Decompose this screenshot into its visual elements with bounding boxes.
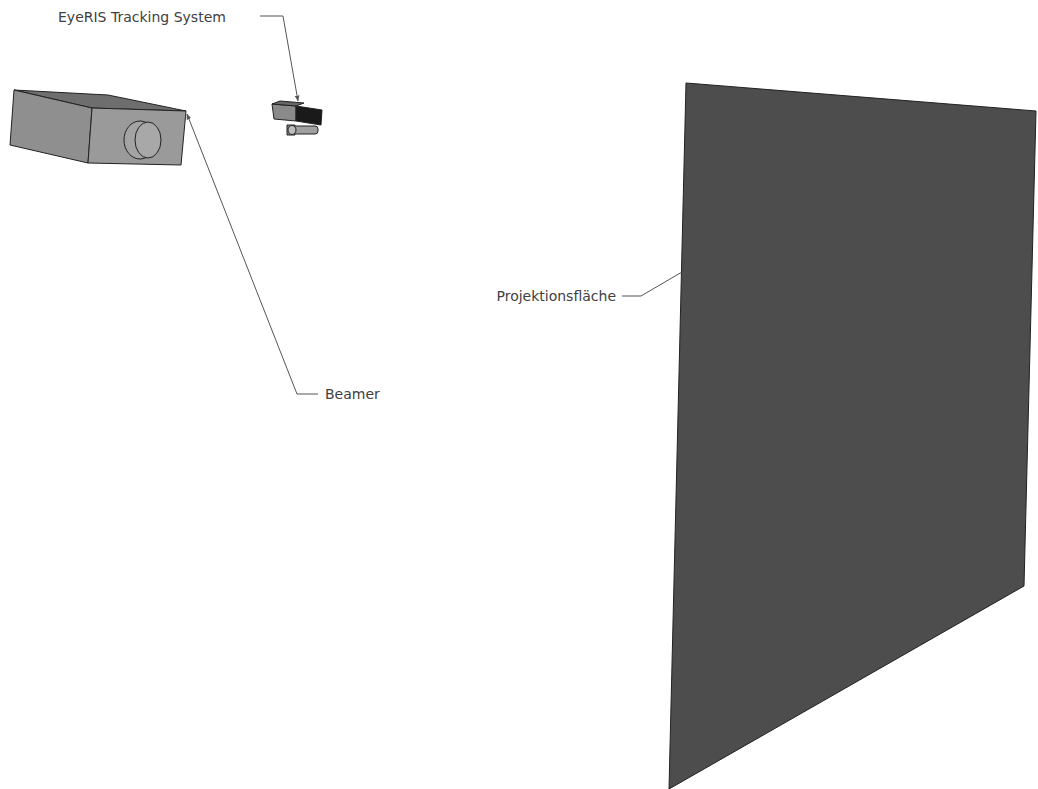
part-label: Beamer — [325, 386, 380, 403]
leader-line — [187, 114, 318, 394]
part-label: Projektionsfläche — [496, 288, 616, 305]
leader-line — [260, 16, 298, 101]
eye-tracker-symbol — [272, 101, 322, 135]
leader-line — [622, 272, 682, 296]
part-label: EyeRIS Tracking System — [58, 9, 226, 26]
beamer-symbol — [10, 90, 186, 165]
projection-surface — [669, 83, 1036, 789]
leader-lines — [187, 16, 682, 394]
